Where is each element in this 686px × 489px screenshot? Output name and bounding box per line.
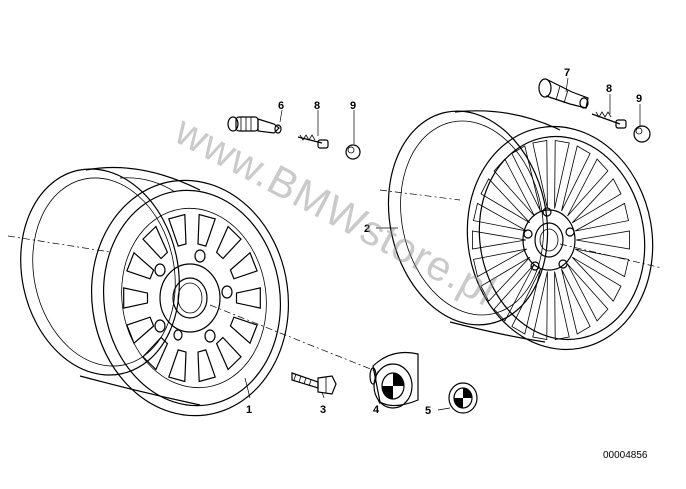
valve-core-left xyxy=(297,134,329,149)
right-wheel-spoke xyxy=(554,140,570,209)
right-wheel-spoke xyxy=(480,256,531,302)
right-wheel-spoke xyxy=(511,268,541,335)
callout-2: 2 xyxy=(364,223,370,235)
right-wheel-spokes xyxy=(472,140,630,340)
callout-4: 4 xyxy=(373,404,380,416)
left-wheel-rim xyxy=(20,166,290,417)
valve-core-right xyxy=(591,111,627,129)
left-wheel-slot xyxy=(215,336,242,371)
callout-5: 5 xyxy=(425,405,431,417)
callout-6: 6 xyxy=(278,100,284,112)
valve-cap-left xyxy=(345,144,361,160)
left-wheel-slot xyxy=(229,251,258,280)
left-wheel-slot xyxy=(123,287,149,309)
callout-8-left: 8 xyxy=(314,100,320,112)
right-wheel-spoke xyxy=(532,140,548,209)
wheel-bolt xyxy=(291,372,337,395)
left-wheel-slot xyxy=(126,316,155,345)
left-wheel-slot xyxy=(197,349,216,383)
right-wheel-spoke xyxy=(571,178,622,224)
right-wheel-spoke xyxy=(576,230,630,250)
right-wheel-spoke xyxy=(473,248,527,278)
right-wheel-spoke xyxy=(567,158,609,217)
right-wheel-spoke xyxy=(511,145,541,212)
left-wheel-slot xyxy=(142,225,169,260)
right-wheel-spoke xyxy=(480,178,531,224)
right-wheel-spoke xyxy=(575,248,629,278)
left-wheel-slot xyxy=(197,213,216,247)
hub-cap xyxy=(369,351,419,409)
right-wheel-spoke xyxy=(532,271,548,340)
valve-stem-right xyxy=(538,78,589,109)
right-wheel-spoke xyxy=(493,158,535,217)
right-wheel-spoke xyxy=(472,230,526,250)
right-wheel-hub xyxy=(522,207,576,271)
bmw-emblem xyxy=(448,382,478,414)
right-wheel-spoke xyxy=(575,202,629,232)
callout-1: 1 xyxy=(246,404,252,416)
callout-7: 7 xyxy=(564,67,570,79)
left-wheel-slot xyxy=(126,251,155,280)
left-wheel-slot xyxy=(215,225,242,260)
valve-stem-left xyxy=(227,116,282,134)
callout-3: 3 xyxy=(320,404,326,416)
callout-9-right: 9 xyxy=(636,93,642,105)
right-wheel-spoke xyxy=(473,202,527,232)
right-wheel-spoke xyxy=(493,263,535,322)
left-wheel-slots xyxy=(123,213,261,383)
left-wheel-slot xyxy=(229,316,258,345)
document-id: 00004856 xyxy=(603,450,648,461)
callout-numbers: 1 2 3 4 5 6 7 8 8 9 9 xyxy=(246,67,642,417)
callout-8-right: 8 xyxy=(606,83,612,95)
right-wheel-spoke xyxy=(571,256,622,302)
leader-lines xyxy=(244,77,641,411)
left-wheel-slot xyxy=(168,213,187,247)
valve-cap-right xyxy=(633,125,651,143)
right-wheel-spoke xyxy=(561,145,591,212)
left-wheel-slot xyxy=(235,287,261,309)
axis-lines xyxy=(7,189,663,373)
right-wheel-spoke xyxy=(561,268,591,335)
right-wheel-spoke xyxy=(567,263,609,322)
right-wheel-rim xyxy=(387,110,654,351)
right-wheel-spoke xyxy=(554,271,570,340)
left-wheel-hub xyxy=(154,249,233,343)
callout-9-left: 9 xyxy=(350,100,356,112)
left-wheel-slot xyxy=(142,336,169,371)
left-wheel-slot xyxy=(168,349,187,383)
